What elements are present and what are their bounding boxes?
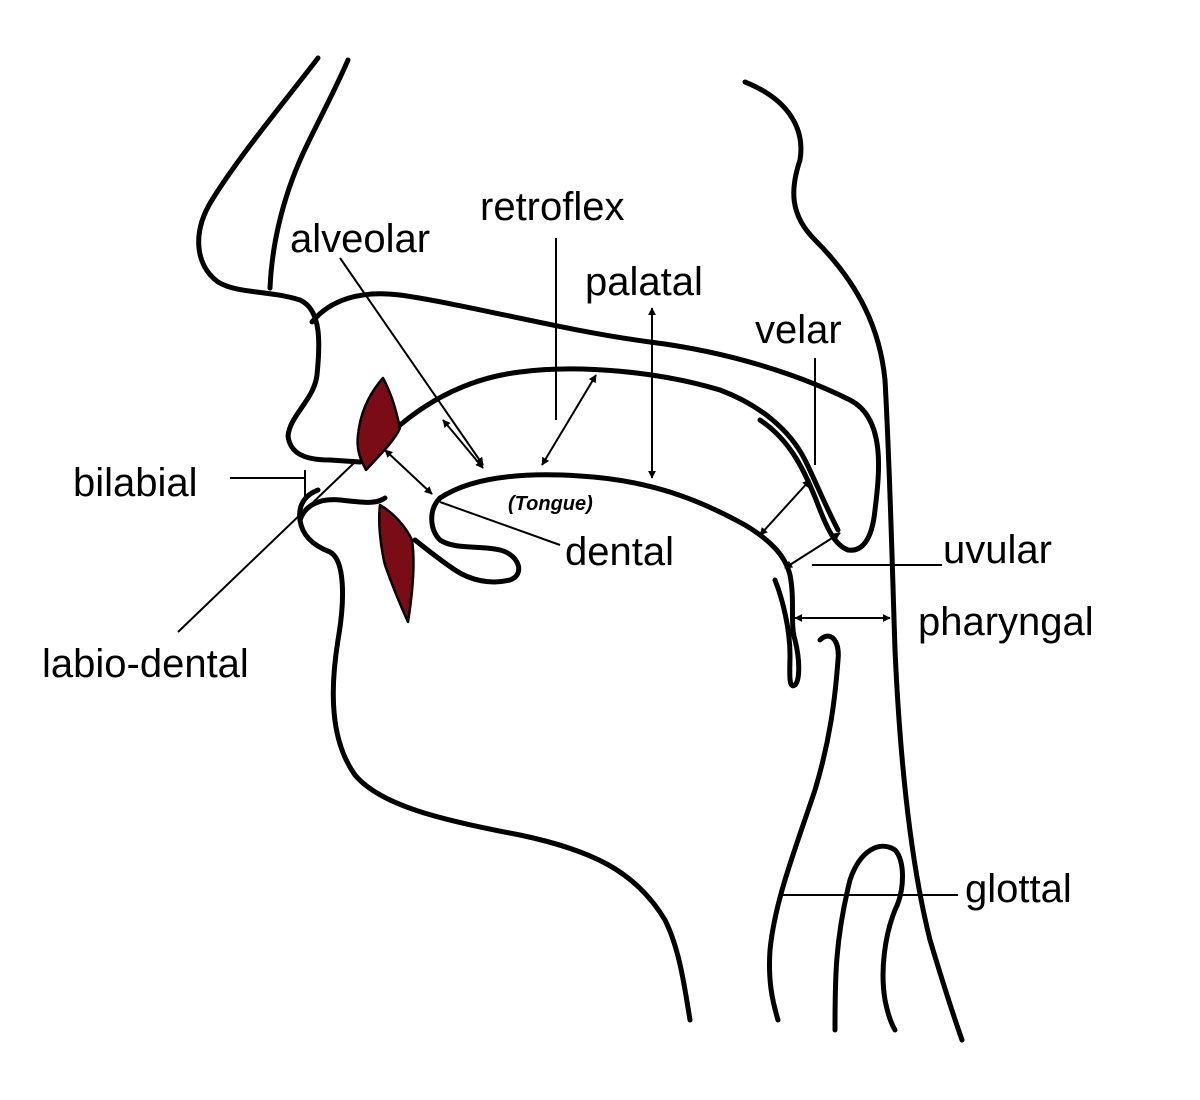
label-retroflex: retroflex — [480, 185, 625, 229]
alveolar-arrow-head — [442, 419, 484, 469]
label-uvular: uvular — [943, 528, 1052, 572]
label-labio-dental: labio-dental — [42, 642, 249, 686]
larynx-front-wall — [767, 633, 841, 1023]
dental-leader — [439, 501, 561, 546]
pharynx-back-wall — [742, 79, 965, 1043]
label-dental: dental — [565, 530, 674, 574]
chin-outline — [297, 487, 693, 1023]
label-pharyngal: pharyngal — [918, 600, 1094, 644]
velar-arrow — [759, 479, 811, 536]
label-bilabial: bilabial — [73, 461, 198, 505]
label-palatal: palatal — [585, 260, 703, 304]
label-velar: velar — [755, 308, 842, 352]
tongue-outline — [437, 472, 802, 689]
label-glottal: glottal — [965, 867, 1072, 911]
uvular-arrow — [784, 532, 841, 569]
hard-palate-outline — [397, 366, 841, 533]
tongue-tip-outline — [412, 495, 522, 585]
nose-profile — [196, 55, 363, 465]
labio-dental-leader — [177, 461, 356, 633]
upper-tooth — [356, 376, 402, 472]
glottis-outline — [832, 843, 905, 1033]
velum-outline — [309, 291, 882, 553]
label-tongue: (Tongue) — [508, 493, 593, 515]
retroflex-arrow — [541, 374, 597, 466]
dental-arrow — [384, 449, 433, 495]
label-alveolar: alveolar — [290, 217, 430, 261]
nasal-cavity-outline — [267, 57, 351, 291]
lower-tooth — [377, 503, 415, 624]
